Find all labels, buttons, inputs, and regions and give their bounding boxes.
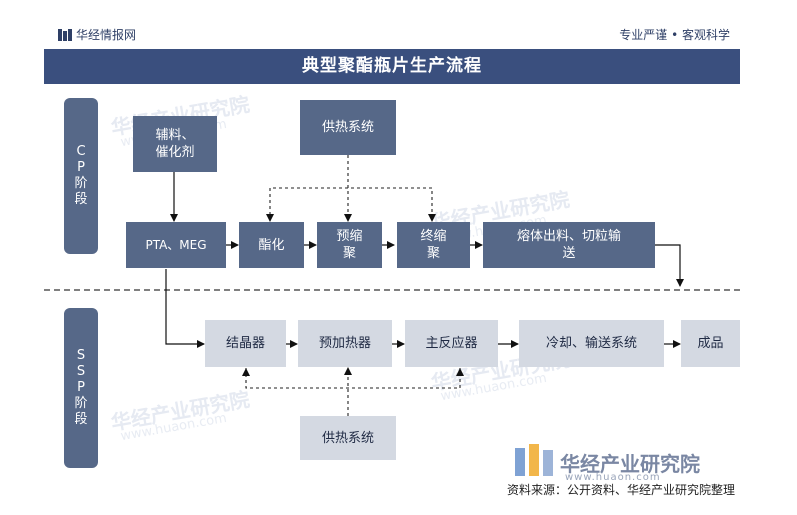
brand: 华经情报网 — [58, 26, 136, 43]
box-aux-catalyst: 辅料、 催化剂 — [133, 116, 217, 172]
box-prepolycondensation: 预缩 聚 — [317, 222, 382, 268]
box-melt-pelletizing: 熔体出料、切粒输 送 — [483, 222, 655, 268]
box-crystallizer: 结晶器 — [205, 320, 286, 367]
slogan: 专业严谨 • 客观科学 — [619, 28, 730, 42]
brand-name: 华经情报网 — [76, 28, 137, 42]
box-pta-meg: PTA、MEG — [126, 222, 226, 268]
box-finished-product: 成品 — [681, 320, 740, 367]
box-heat-supply-ssp: 供热系统 — [300, 416, 396, 460]
diagram-title: 典型聚酯瓶片生产流程 — [44, 49, 740, 84]
box-cooling-conveying: 冷却、输送系统 — [519, 320, 664, 367]
box-esterification: 酯化 — [239, 222, 304, 268]
header-bar: 华经情报网 专业严谨 • 客观科学 — [44, 22, 740, 44]
box-heat-supply-cp: 供热系统 — [300, 100, 396, 155]
box-main-reactor: 主反应器 — [405, 320, 498, 367]
brand-logo-icon — [58, 29, 72, 41]
stage-cp: C P 阶 段 — [64, 98, 98, 254]
institute-logo-text: 华经产业研究院 — [560, 452, 700, 476]
source-note: 资料来源：公开资料、华经产业研究院整理 — [506, 483, 735, 497]
box-final-polycondensation: 终缩 聚 — [397, 222, 470, 268]
box-preheater: 预加热器 — [298, 320, 392, 367]
institute-logo-url: www.huaon.com — [565, 472, 661, 483]
stage-ssp: S S P 阶 段 — [64, 308, 98, 468]
institute-logo-icon — [515, 444, 553, 476]
